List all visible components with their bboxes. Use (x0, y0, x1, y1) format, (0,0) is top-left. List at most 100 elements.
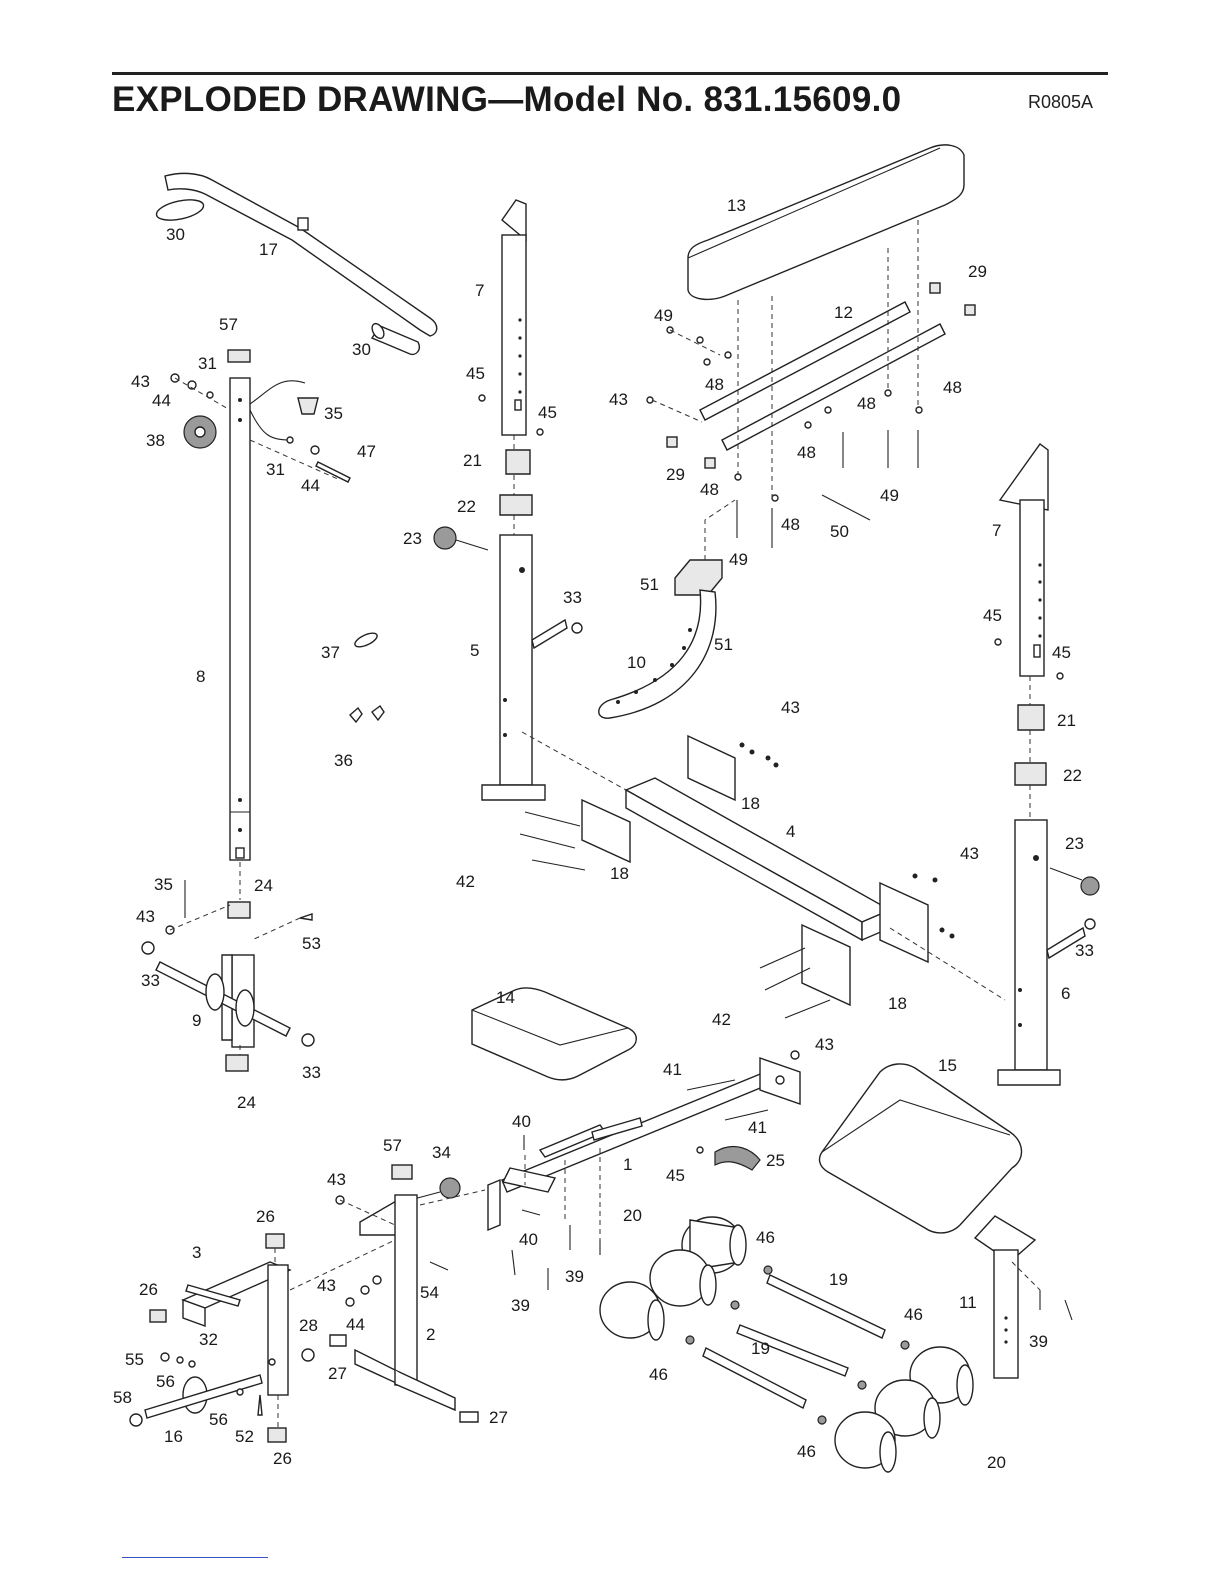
part-label-22: 22 (1063, 766, 1082, 785)
part-label-52: 52 (235, 1427, 254, 1446)
part-label-37: 37 (321, 643, 340, 662)
part-label-43: 43 (781, 698, 800, 717)
part-label-47: 47 (357, 442, 376, 461)
part-label-58: 58 (113, 1388, 132, 1407)
part-label-11: 11 (959, 1293, 977, 1312)
part-label-57: 57 (219, 315, 238, 334)
part-label-49: 49 (654, 306, 673, 325)
part-label-54: 54 (420, 1283, 439, 1302)
part-label-42: 42 (712, 1010, 731, 1029)
page-title: EXPLODED DRAWING—Model No. 831.15609.0 (112, 80, 902, 119)
part-label-35: 35 (154, 875, 173, 894)
part-label-45: 45 (983, 606, 1002, 625)
part-label-48: 48 (943, 378, 962, 397)
part-label-5: 5 (470, 641, 479, 660)
part-label-15: 15 (938, 1056, 957, 1075)
part-label-43: 43 (960, 844, 979, 863)
part-label-43: 43 (609, 390, 628, 409)
part-label-23: 23 (403, 529, 422, 548)
part-label-42: 42 (456, 872, 475, 891)
part-label-49: 49 (729, 550, 748, 569)
part-label-35: 35 (324, 404, 343, 423)
part-label-23: 23 (1065, 834, 1084, 853)
part-label-33: 33 (1075, 941, 1094, 960)
part-label-36: 36 (334, 751, 353, 770)
part-label-29: 29 (666, 465, 685, 484)
part-label-26: 26 (139, 1280, 158, 1299)
part-label-24: 24 (254, 876, 273, 895)
part-label-39: 39 (511, 1296, 530, 1315)
part-label-46: 46 (797, 1442, 816, 1461)
part-label-13: 13 (727, 196, 746, 215)
header-rule (112, 72, 1108, 75)
part-label-41: 41 (663, 1060, 682, 1079)
part-label-27: 27 (328, 1364, 347, 1383)
part-label-39: 39 (1029, 1332, 1048, 1351)
part-number-labels: 3017305743314435383147448373674545212223… (113, 196, 1094, 1472)
part-label-7: 7 (475, 281, 484, 300)
part-label-43: 43 (815, 1035, 834, 1054)
part-label-43: 43 (136, 907, 155, 926)
part-label-33: 33 (302, 1063, 321, 1082)
part-label-28: 28 (299, 1316, 318, 1335)
part-label-27: 27 (489, 1408, 508, 1427)
part-label-40: 40 (512, 1112, 531, 1131)
part-label-45: 45 (466, 364, 485, 383)
part-label-48: 48 (705, 375, 724, 394)
part-label-48: 48 (797, 443, 816, 462)
part-label-18: 18 (610, 864, 629, 883)
part-label-40: 40 (519, 1230, 538, 1249)
part-label-34: 34 (432, 1143, 451, 1162)
part-label-20: 20 (987, 1453, 1006, 1472)
part-label-33: 33 (141, 971, 160, 990)
revision-code: R0805A (1028, 92, 1094, 112)
part-label-44: 44 (301, 476, 320, 495)
part-label-32: 32 (199, 1330, 218, 1349)
part-label-25: 25 (766, 1151, 785, 1170)
part-label-21: 21 (1057, 711, 1076, 730)
part-label-10: 10 (627, 653, 646, 672)
part-label-6: 6 (1061, 984, 1070, 1003)
part-label-18: 18 (888, 994, 907, 1013)
part-label-14: 14 (496, 988, 515, 1007)
part-label-46: 46 (649, 1365, 668, 1384)
part-label-16: 16 (164, 1427, 183, 1446)
part-label-57: 57 (383, 1136, 402, 1155)
part-label-33: 33 (563, 588, 582, 607)
part-label-49: 49 (880, 486, 899, 505)
part-label-43: 43 (131, 372, 150, 391)
part-label-4: 4 (786, 822, 795, 841)
part-artwork (129, 144, 1100, 1473)
part-label-26: 26 (256, 1207, 275, 1226)
part-label-45: 45 (1052, 643, 1071, 662)
part-label-48: 48 (857, 394, 876, 413)
part-label-21: 21 (463, 451, 482, 470)
part-label-45: 45 (666, 1166, 685, 1185)
part-label-48: 48 (781, 515, 800, 534)
part-label-50: 50 (830, 522, 849, 541)
part-label-56: 56 (156, 1372, 175, 1391)
part-label-7: 7 (992, 521, 1001, 540)
part-label-39: 39 (565, 1267, 584, 1286)
part-label-46: 46 (904, 1305, 923, 1324)
part-label-41: 41 (748, 1118, 767, 1137)
part-label-53: 53 (302, 934, 321, 953)
part-label-31: 31 (266, 460, 285, 479)
part-label-20: 20 (623, 1206, 642, 1225)
part-label-48: 48 (700, 480, 719, 499)
part-label-24: 24 (237, 1093, 256, 1112)
part-label-30: 30 (352, 340, 371, 359)
part-label-12: 12 (834, 303, 853, 322)
part-label-55: 55 (125, 1350, 144, 1369)
part-label-17: 17 (259, 240, 278, 259)
part-label-38: 38 (146, 431, 165, 450)
part-label-43: 43 (327, 1170, 346, 1189)
part-label-30: 30 (166, 225, 185, 244)
part-label-43: 43 (317, 1276, 336, 1295)
part-label-46: 46 (756, 1228, 775, 1247)
part-label-18: 18 (741, 794, 760, 813)
footer-link-underline (122, 1557, 268, 1558)
part-label-45: 45 (538, 403, 557, 422)
part-label-2: 2 (426, 1325, 435, 1344)
